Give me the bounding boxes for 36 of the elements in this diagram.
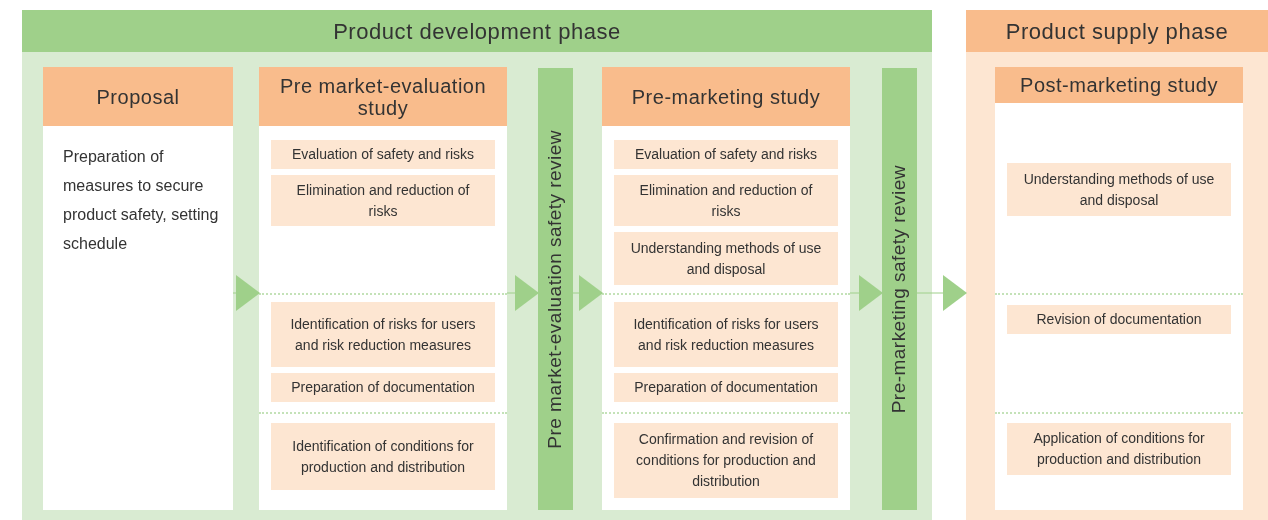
stage-column <box>259 67 507 510</box>
stage-header: Pre market-evaluation study <box>259 67 507 126</box>
review-bar <box>882 68 917 510</box>
arrow <box>506 275 539 311</box>
task-box: Identification of risks for users and risk reduction measures <box>614 302 838 367</box>
task-box: Application of conditions for production and distribution <box>1007 423 1231 475</box>
task-box: Identification of risks for users and risk reduction measures <box>271 302 495 367</box>
arrow <box>916 275 967 311</box>
arrow <box>849 275 883 311</box>
task-box: Revision of documentation <box>1007 305 1231 334</box>
stage-header: Pre-marketing study <box>602 67 850 126</box>
task-box: Understanding methods of use and disposal <box>1007 163 1231 216</box>
stage-description: Preparation of measures to secure product safety, setting schedule <box>63 147 220 254</box>
phase-header: Product development phase <box>22 10 932 52</box>
task-box: Confirmation and revision of conditions for production and distribution <box>614 423 838 498</box>
review-label: Pre-marketing safety review <box>887 164 911 414</box>
phase-header: Product supply phase <box>966 10 1268 52</box>
stage-header: Proposal <box>43 67 233 126</box>
stage-column <box>602 67 850 510</box>
phase-panel <box>966 10 1268 520</box>
task-box: Elimination and reduction of risks <box>614 175 838 226</box>
review-label: Pre market-evaluation safety review <box>543 129 567 449</box>
task-box: Evaluation of safety and risks <box>271 140 495 169</box>
stage-header: Post-marketing study <box>995 67 1243 103</box>
review-bar <box>538 68 573 510</box>
task-box: Elimination and reduction of risks <box>271 175 495 226</box>
task-box: Preparation of documentation <box>614 373 838 402</box>
stage-column <box>995 67 1243 510</box>
task-box: Identification of conditions for production and distribution <box>271 423 495 490</box>
arrow <box>232 275 260 311</box>
task-box: Evaluation of safety and risks <box>614 140 838 169</box>
task-box: Understanding methods of use and disposal <box>614 232 838 285</box>
task-box: Preparation of documentation <box>271 373 495 402</box>
stage-column <box>43 67 233 510</box>
phase-panel <box>22 10 932 520</box>
arrow <box>572 275 603 311</box>
